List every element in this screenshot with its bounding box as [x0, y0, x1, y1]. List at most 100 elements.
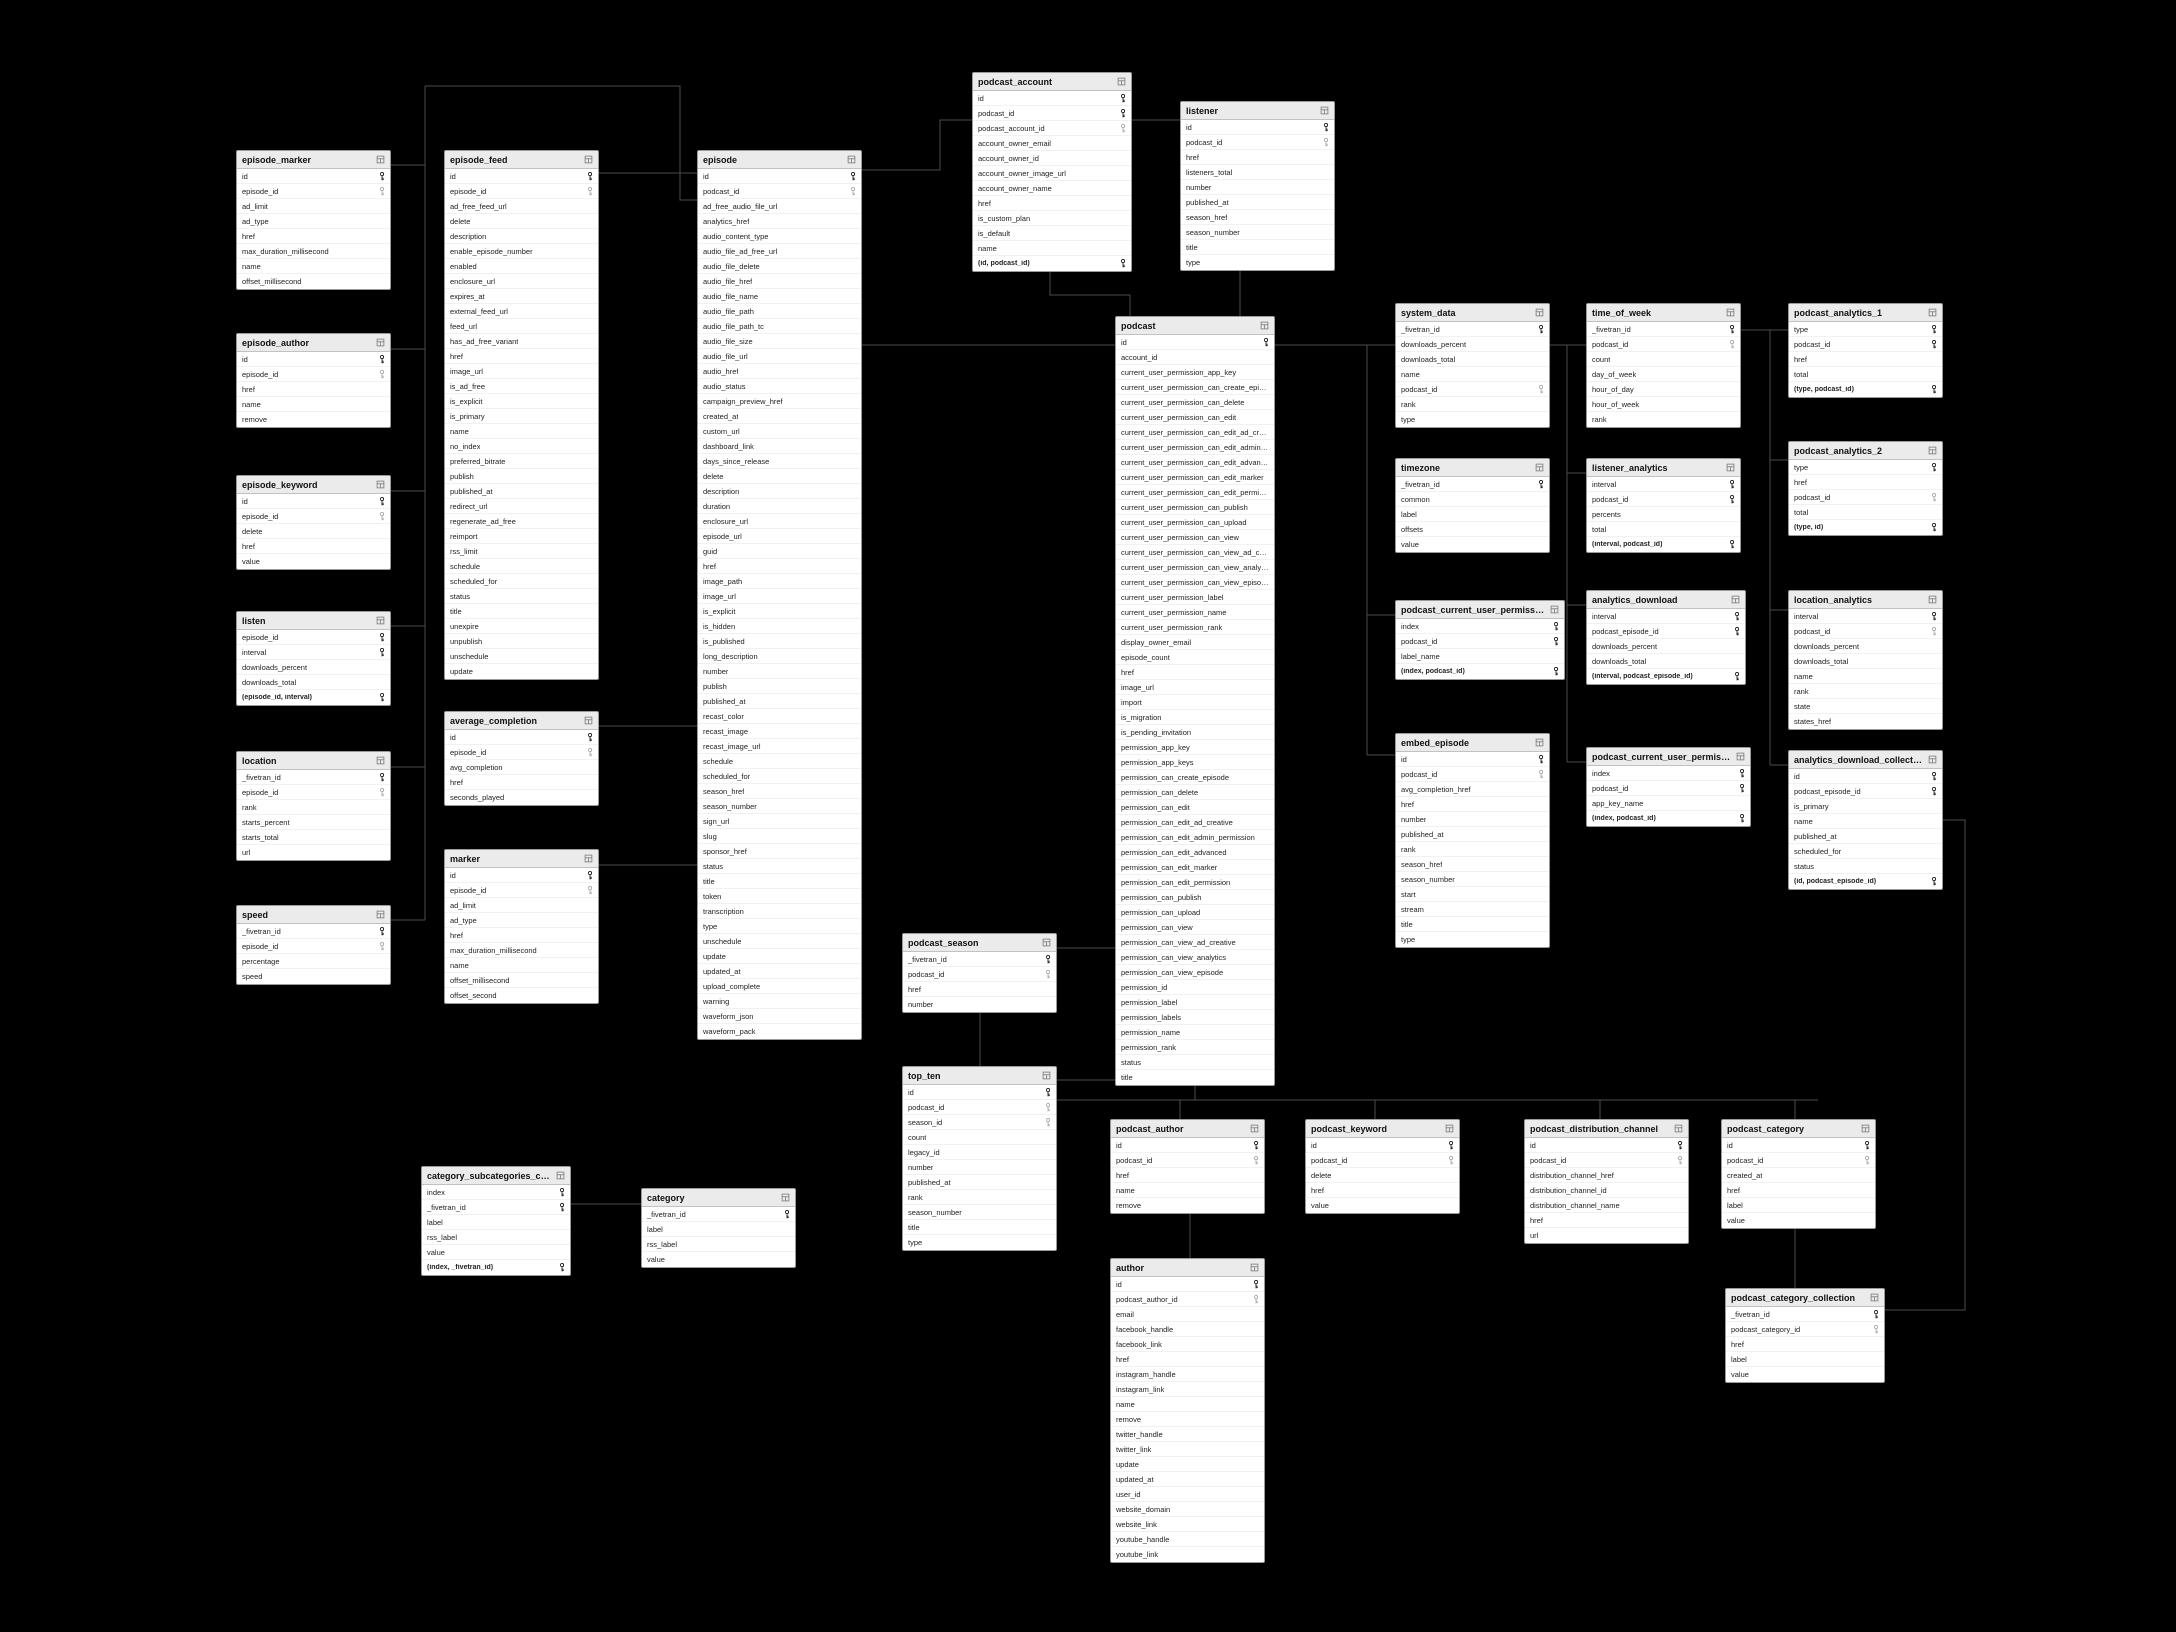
table-header[interactable]: average_completion — [445, 712, 598, 730]
table-header[interactable]: listen — [237, 612, 390, 630]
table-header[interactable]: time_of_week — [1587, 304, 1740, 322]
primary-key-icon — [1553, 666, 1559, 677]
field-row: remove — [1111, 1198, 1264, 1213]
field-row: permission_can_delete — [1116, 785, 1274, 800]
field-row: season_number — [1396, 872, 1549, 887]
field-name: id — [1186, 122, 1192, 132]
table-header[interactable]: podcast_distribution_channel — [1525, 1120, 1688, 1138]
table-header[interactable]: embed_episode — [1396, 734, 1549, 752]
table-header[interactable]: podcast — [1116, 317, 1274, 335]
field-row: podcast_id — [1396, 634, 1564, 649]
primary-key-icon — [379, 354, 385, 365]
table-header[interactable]: top_ten — [903, 1067, 1056, 1085]
field-row: days_since_release — [698, 454, 861, 469]
field-row: custom_url — [698, 424, 861, 439]
table-header[interactable]: analytics_download — [1587, 591, 1745, 609]
table-header[interactable]: podcast_author — [1111, 1120, 1264, 1138]
table-podcast_current_user_permission_label[interactable]: podcast_current_user_permission_labelind… — [1395, 600, 1565, 680]
table-header[interactable]: location — [237, 752, 390, 770]
field-row: account_owner_image_url — [973, 166, 1131, 181]
table-header[interactable]: podcast_category_collection — [1726, 1289, 1884, 1307]
table-header[interactable]: category_subcategories_collection — [422, 1167, 570, 1185]
field-name: remove — [1116, 1201, 1142, 1210]
table-header[interactable]: podcast_current_user_permission_ap... — [1587, 748, 1750, 766]
field-name: ad_free_audio_file_url — [703, 201, 778, 211]
table-header[interactable]: episode_feed — [445, 151, 598, 169]
table-header[interactable]: podcast_account — [973, 73, 1131, 91]
table-grid-icon — [1731, 595, 1740, 604]
field-name: status — [450, 591, 471, 601]
field-name: id — [1401, 754, 1407, 764]
table-header[interactable]: episode — [698, 151, 861, 169]
table-podcast_current_user_permission_ap[interactable]: podcast_current_user_permission_ap...ind… — [1586, 747, 1751, 827]
table-header[interactable]: location_analytics — [1789, 591, 1942, 609]
field-name: (type, podcast_id) — [1794, 386, 1854, 393]
table-header[interactable]: listener_analytics — [1587, 459, 1740, 477]
table-header[interactable]: podcast_analytics_1 — [1789, 304, 1942, 322]
table-header[interactable]: episode_author — [237, 334, 390, 352]
field-name: episode_id — [242, 787, 279, 797]
table-header[interactable]: podcast_category — [1722, 1120, 1875, 1138]
table-category_subcategories_collection[interactable]: category_subcategories_collectionindex _f… — [421, 1166, 571, 1276]
table-header[interactable]: marker — [445, 850, 598, 868]
field-row: podcast_id — [1396, 767, 1549, 782]
table-grid-icon — [1736, 752, 1745, 761]
field-row: _fivetran_id — [422, 1200, 570, 1215]
table-header[interactable]: system_data — [1396, 304, 1549, 322]
table-header[interactable]: listener — [1181, 102, 1334, 120]
table-header[interactable]: podcast_analytics_2 — [1789, 442, 1942, 460]
field-name: current_user_permission_can_view — [1121, 532, 1239, 542]
table-header[interactable]: podcast_current_user_permission_label — [1396, 601, 1564, 619]
field-row: status — [1789, 859, 1942, 874]
table-header[interactable]: speed — [237, 906, 390, 924]
field-name: id — [242, 354, 248, 364]
field-name: index — [427, 1187, 445, 1197]
table-header[interactable]: category — [642, 1189, 795, 1207]
foreign-key-icon — [1448, 1155, 1454, 1166]
table-header[interactable]: analytics_download_collection — [1789, 751, 1942, 769]
table-header[interactable]: timezone — [1396, 459, 1549, 477]
field-name: name — [450, 426, 469, 436]
table-header[interactable]: author — [1111, 1259, 1264, 1277]
field-row: account_owner_name — [973, 181, 1131, 196]
table-header[interactable]: podcast_keyword — [1306, 1120, 1459, 1138]
table-header[interactable]: episode_keyword — [237, 476, 390, 494]
table-header[interactable]: episode_marker — [237, 151, 390, 169]
field-name: max_duration_millisecond — [450, 945, 537, 955]
table-header[interactable]: podcast_season — [903, 934, 1056, 952]
field-name: guid — [703, 546, 718, 556]
field-name: token — [703, 891, 722, 901]
